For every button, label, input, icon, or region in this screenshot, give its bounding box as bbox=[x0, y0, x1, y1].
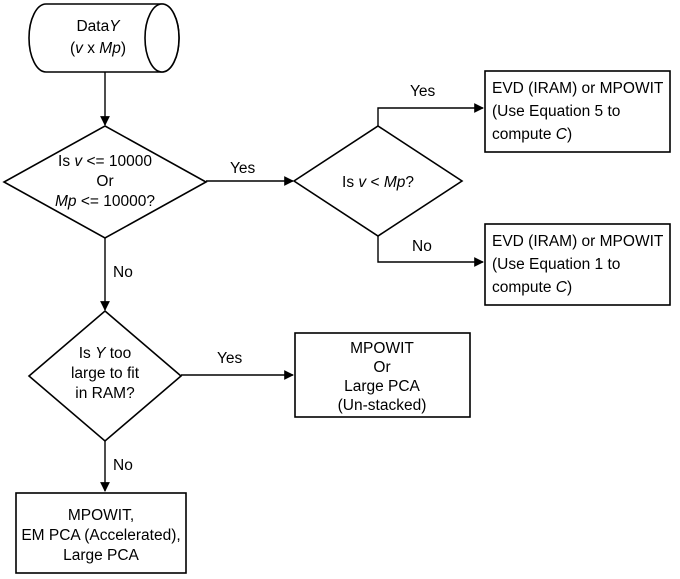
label-no-ram: No bbox=[113, 457, 133, 474]
decision-size-line3: Mp <= 10000? bbox=[55, 193, 155, 210]
decision-ram-line1: Is Y too bbox=[79, 345, 132, 362]
decision-ram-fit: Is Y too large to fit in RAM? bbox=[27, 309, 183, 443]
box-mpowit-unstacked: MPOWIT Or Large PCA (Un-stacked) bbox=[294, 332, 471, 418]
box-evd-equation-5: EVD (IRAM) or MPOWIT (Use Equation 5 to … bbox=[484, 70, 671, 153]
label-no-size: No bbox=[113, 264, 133, 281]
label-yes-size: Yes bbox=[230, 160, 256, 177]
decision-size-check: Is v <= 10000 Or Mp <= 10000? bbox=[2, 125, 208, 239]
box-unstacked-line3: Large PCA bbox=[344, 378, 420, 395]
box-evd-eq1-line2: (Use Equation 1 to bbox=[492, 256, 620, 273]
box-evd-eq5-line3: compute C) bbox=[492, 126, 572, 143]
label-no-compare: No bbox=[412, 238, 432, 255]
box-final-line2: EM PCA (Accelerated), bbox=[21, 527, 180, 544]
box-final-line1: MPOWIT, bbox=[68, 507, 134, 524]
edge-compare-yes-to-eq5 bbox=[377, 103, 484, 126]
start-dimensions: (v x Mp) bbox=[70, 40, 126, 57]
start-data-cylinder: DataY (v x Mp) bbox=[28, 3, 180, 73]
label-yes-compare: Yes bbox=[410, 83, 436, 100]
decision-size-line2: Or bbox=[96, 173, 113, 190]
decision-ram-line2: large to fit bbox=[71, 365, 140, 382]
box-unstacked-line2: Or bbox=[373, 359, 390, 376]
decision-compare-text: Is v < Mp? bbox=[342, 174, 414, 191]
box-evd-eq5-line1: EVD (IRAM) or MPOWIT bbox=[492, 80, 664, 97]
decision-compare: Is v < Mp? bbox=[292, 125, 464, 237]
edge-compare-no-to-eq1 bbox=[377, 236, 484, 267]
box-evd-eq1-line1: EVD (IRAM) or MPOWIT bbox=[492, 233, 664, 250]
box-unstacked-line1: MPOWIT bbox=[350, 340, 414, 357]
box-evd-eq5-line2: (Use Equation 5 to bbox=[492, 103, 620, 120]
decision-ram-line3: in RAM? bbox=[75, 385, 135, 402]
box-evd-equation-1: EVD (IRAM) or MPOWIT (Use Equation 1 to … bbox=[484, 223, 671, 306]
box-unstacked-line4: (Un-stacked) bbox=[338, 397, 427, 414]
start-title: DataY bbox=[76, 18, 121, 35]
box-final-methods: MPOWIT, EM PCA (Accelerated), Large PCA bbox=[15, 492, 187, 574]
decision-size-line1: Is v <= 10000 bbox=[58, 153, 152, 170]
box-evd-eq1-line3: compute C) bbox=[492, 279, 572, 296]
label-yes-ram: Yes bbox=[217, 350, 243, 367]
box-final-line3: Large PCA bbox=[63, 547, 139, 564]
